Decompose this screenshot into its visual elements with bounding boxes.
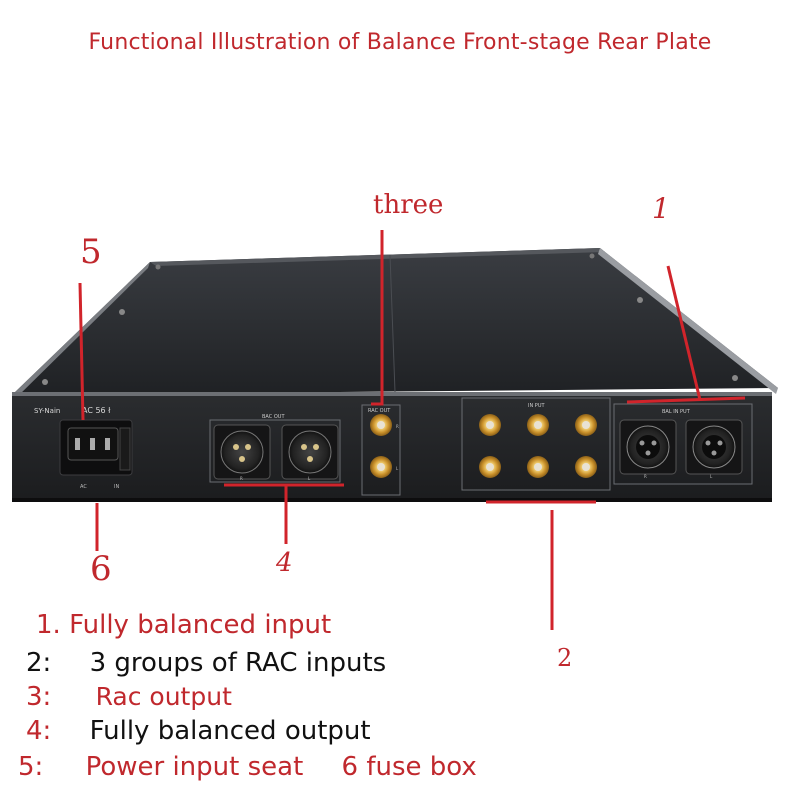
callout-label-6: 6 xyxy=(90,549,112,589)
panel-label-rca-out: RAC OUT xyxy=(368,408,391,414)
legend-text-2: 3 groups of RAC inputs xyxy=(89,648,387,678)
legend-num-5: 5: xyxy=(18,752,44,782)
callout-line-1-bar xyxy=(626,396,746,404)
legend-text-6: 6 fuse box xyxy=(341,752,477,782)
rca-input-group xyxy=(479,414,597,478)
panel-label-brand: SY-Nain xyxy=(34,407,60,415)
callout-line-3 xyxy=(371,230,384,406)
panel-label-rca-in: IN PUT xyxy=(528,403,545,409)
legend-num-1: 1. xyxy=(36,610,61,640)
legend-text-5: Power input seat xyxy=(85,752,304,782)
legend-text-1: Fully balanced input xyxy=(69,610,332,640)
callout-label-1: 1 xyxy=(652,192,670,225)
chassis-top xyxy=(12,248,778,395)
legend-item-2: 2: 3 groups of RAC inputs xyxy=(26,648,386,678)
panel-label-ac-model: AC 56 ł xyxy=(82,406,111,415)
panel-label-rca-out-l: L xyxy=(396,466,399,471)
callout-line-1 xyxy=(666,265,702,401)
callout-line-5 xyxy=(78,282,85,421)
panel-label-bal-out-l: L xyxy=(308,476,311,481)
panel-label-bal-in-r: R xyxy=(644,474,647,479)
legend-item-3: 3: Rac output xyxy=(26,682,232,712)
panel-label-bal-in-l: L xyxy=(710,474,713,479)
legend-text-4: Fully balanced output xyxy=(89,716,371,746)
xlr-input-right xyxy=(619,419,677,475)
xlr-input-left xyxy=(685,419,743,475)
legend-num-2: 2: xyxy=(26,648,52,678)
rca-output-l xyxy=(370,456,392,478)
rca-output-r xyxy=(370,414,392,436)
xlr-output-left xyxy=(213,424,271,480)
panel-label-bal-out-r: R xyxy=(240,476,243,481)
legend-num-4: 4: xyxy=(26,716,52,746)
panel-label-bal-in: BAL IN PUT xyxy=(662,409,691,415)
callout-lines xyxy=(78,230,746,630)
legend-item-5: 5: Power input seat 6 fuse box xyxy=(18,752,477,782)
legend-text-3: Rac output xyxy=(95,682,232,711)
legend-num-3: 3: xyxy=(26,682,52,712)
panel-label-in: IN xyxy=(114,484,119,490)
callout-label-three: three xyxy=(373,190,444,220)
callout-label-4: 4 xyxy=(276,548,293,578)
xlr-output-right xyxy=(281,424,339,480)
page-title: Functional Illustration of Balance Front… xyxy=(88,30,712,55)
legend-item-4: 4: Fully balanced output xyxy=(26,716,371,746)
legend-item-1: 1. Fully balanced input xyxy=(36,610,331,640)
power-inlet xyxy=(59,419,133,476)
panel-label-bal-out: BAC OUT xyxy=(262,414,285,420)
panel-label-ac: AC xyxy=(80,484,87,490)
panel-label-rca-out-r: R xyxy=(396,424,399,429)
callout-label-2: 2 xyxy=(557,644,573,672)
callout-label-5: 5 xyxy=(80,232,102,272)
